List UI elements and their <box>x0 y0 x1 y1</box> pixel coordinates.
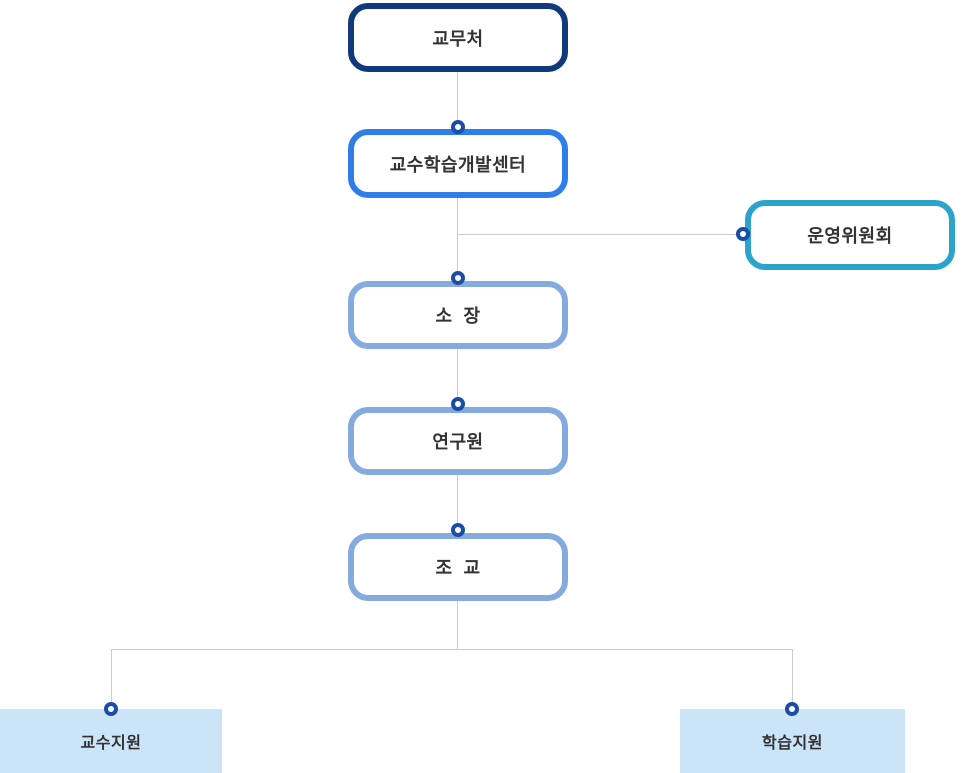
org-node-learning-support: 학습지원 <box>680 709 905 773</box>
connector-line <box>457 475 458 531</box>
connector-line <box>792 649 793 709</box>
connector-line <box>457 349 458 405</box>
org-node-label: 운영위원회 <box>807 226 893 246</box>
connector-dot <box>785 702 799 716</box>
org-node-label: 교무처 <box>432 28 484 49</box>
org-node-label: 교수학습개발센터 <box>389 154 527 175</box>
connector-dot <box>451 523 465 537</box>
org-node-label: 연구원 <box>432 432 484 452</box>
connector-line <box>111 649 112 709</box>
org-node-teaching-learning-center: 교수학습개발센터 <box>348 129 568 198</box>
org-node-director: 소 장 <box>348 281 568 349</box>
connector-dot <box>451 397 465 411</box>
connector-line <box>457 72 458 127</box>
connector-line <box>457 601 458 650</box>
org-node-researcher: 연구원 <box>348 407 568 475</box>
connector-line <box>457 198 458 282</box>
connector-line <box>111 649 793 650</box>
org-node-label: 조 교 <box>435 558 481 578</box>
connector-line <box>458 234 743 235</box>
org-node-academic-affairs-office: 교무처 <box>348 3 568 72</box>
connector-dot <box>736 227 750 241</box>
connector-dot <box>104 702 118 716</box>
connector-dot <box>451 120 465 134</box>
org-node-label: 교수지원 <box>80 735 142 752</box>
org-node-assistant: 조 교 <box>348 533 568 601</box>
org-node-label: 학습지원 <box>762 735 823 752</box>
connector-dot <box>451 271 465 285</box>
org-node-steering-committee: 운영위원회 <box>745 200 955 270</box>
org-node-teaching-support: 교수지원 <box>0 709 222 773</box>
org-node-label: 소 장 <box>435 306 481 326</box>
